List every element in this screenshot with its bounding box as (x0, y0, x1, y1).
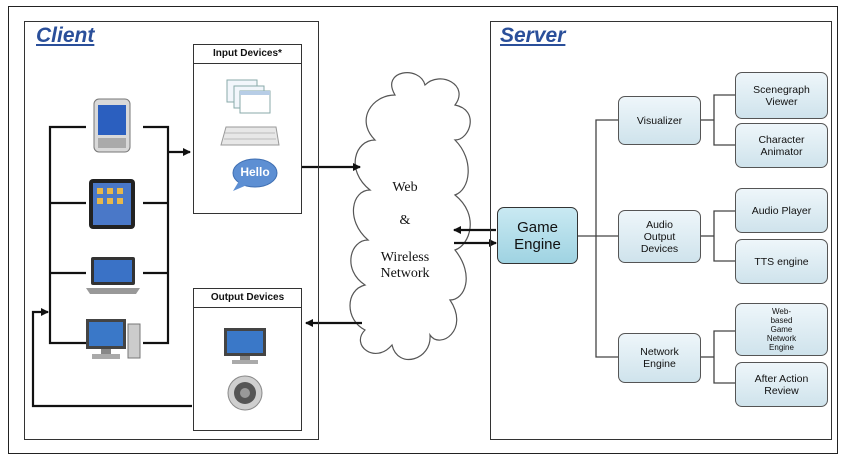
network-label-web: Web (392, 180, 418, 195)
web-game-network-engine-box: Web-based Game Network Engine (735, 303, 828, 356)
network-label-amp: & (399, 213, 411, 228)
after-action-review-box: After Action Review (735, 362, 828, 407)
tablet-icon (93, 98, 131, 153)
visualizer-box: Visualizer (618, 96, 701, 145)
client-title: Client (36, 24, 95, 47)
server-title: Server (500, 24, 566, 47)
tts-engine-box: TTS engine (735, 239, 828, 284)
desktop-icon (84, 318, 142, 362)
output-devices-title: Output Devices (194, 289, 301, 308)
game-engine-box: Game Engine (497, 207, 578, 264)
speech-bubble-icon: Hello (229, 157, 279, 193)
scenegraph-viewer-box: Scenegraph Viewer (735, 72, 828, 119)
audio-player-box: Audio Player (735, 188, 828, 233)
character-animator-box: Character Animator (735, 123, 828, 168)
output-devices-box: Output Devices (193, 288, 302, 431)
network-label-wireless: Wireless (380, 250, 430, 265)
network-label-network: Network (380, 266, 430, 281)
ipad-icon (88, 178, 136, 230)
network-engine-box: Network Engine (618, 333, 701, 383)
diagram-frame (8, 6, 838, 454)
client-panel (24, 21, 319, 440)
server-panel (490, 21, 832, 440)
input-devices-title: Input Devices* (194, 45, 301, 64)
laptop-icon (84, 256, 142, 296)
keyboard-icon (220, 125, 280, 147)
speech-bubble-text: Hello (240, 165, 270, 179)
audio-output-box: Audio Output Devices (618, 210, 701, 263)
input-devices-box: Input Devices* Hello (193, 44, 302, 214)
speaker-icon (227, 375, 263, 411)
windows-icon (226, 79, 272, 115)
network-cloud (349, 72, 471, 361)
monitor-icon (222, 327, 268, 365)
